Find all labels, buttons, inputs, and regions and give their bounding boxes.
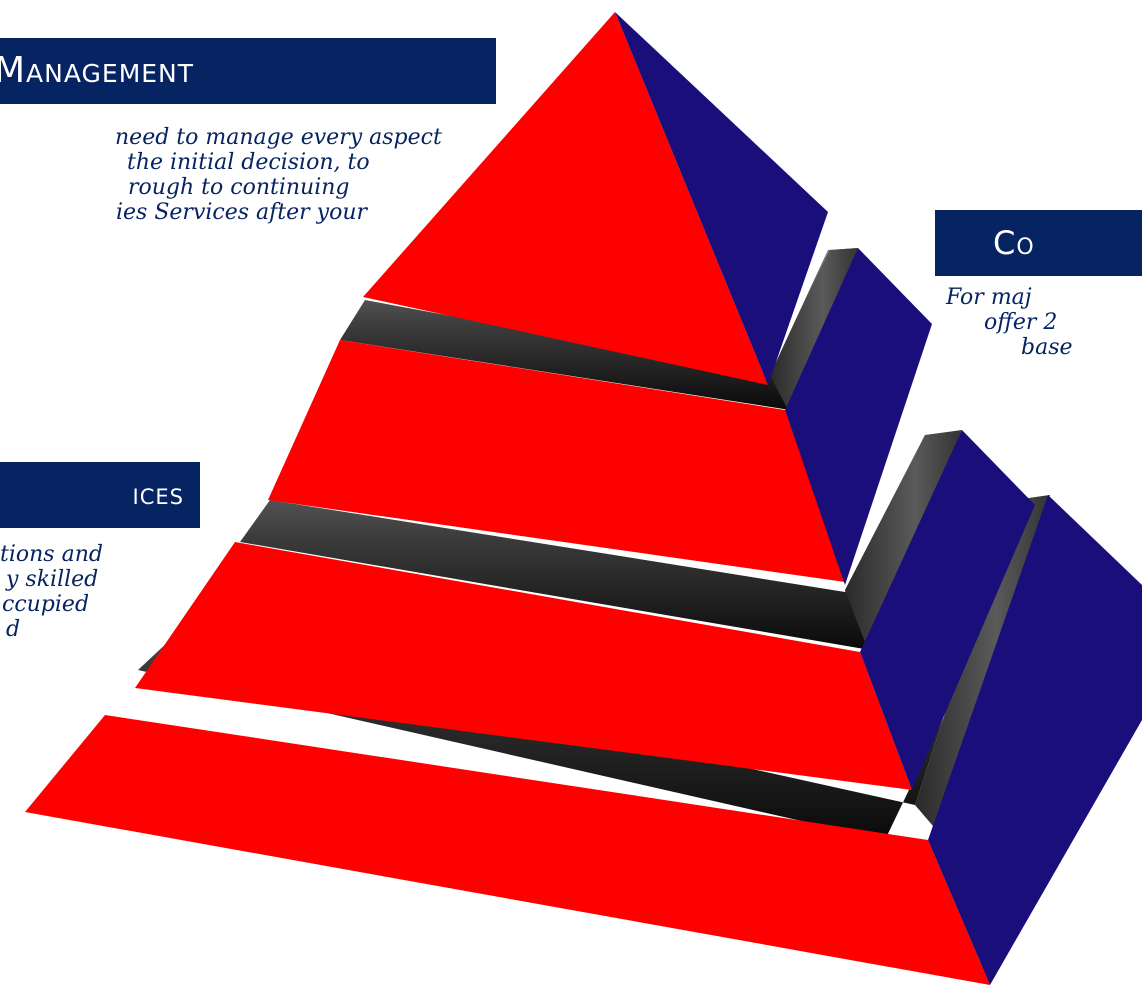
description-continuity-line: base bbox=[1021, 335, 1073, 360]
description-management-line: the initial decision, to bbox=[127, 150, 370, 175]
tier-3-side bbox=[860, 430, 1035, 790]
tier-base-riser bbox=[915, 495, 1050, 840]
tier-base-step bbox=[138, 495, 1050, 840]
description-management: need to manage every aspect the initial … bbox=[0, 125, 442, 225]
banner-management: Management bbox=[0, 38, 496, 104]
tier-top-front bbox=[363, 12, 768, 385]
pyramid-tier-base bbox=[25, 495, 1142, 985]
pyramid-tier-top bbox=[363, 12, 828, 385]
description-services-line: tions and bbox=[0, 542, 103, 567]
description-services: tions and y skilled ccupied d bbox=[0, 542, 103, 642]
description-management-line: rough to continuing bbox=[128, 175, 350, 200]
tier-2-side bbox=[785, 248, 932, 585]
tier-3-step bbox=[240, 432, 960, 650]
description-continuity-line: offer 2 bbox=[984, 310, 1058, 335]
description-continuity-line: For maj bbox=[946, 285, 1032, 310]
description-management-line: need to manage every aspect bbox=[115, 125, 442, 150]
banner-management-label: Management bbox=[0, 50, 195, 91]
banner-services: ices bbox=[0, 462, 200, 528]
banner-continuity: Co bbox=[935, 210, 1142, 276]
tier-top-side bbox=[615, 12, 828, 385]
description-services-line: d bbox=[6, 617, 21, 642]
tier-3-front bbox=[135, 542, 912, 790]
tier-base-front bbox=[25, 715, 990, 985]
pyramid-tier-3 bbox=[135, 430, 1035, 790]
tier-2-riser bbox=[770, 248, 858, 410]
tier-2-front bbox=[268, 340, 845, 582]
tier-3-riser bbox=[845, 430, 962, 650]
banner-services-label: ices bbox=[132, 477, 184, 512]
description-services-line: y skilled bbox=[6, 567, 99, 592]
description-continuity: For maj offer 2 base bbox=[946, 285, 1073, 360]
description-services-line: ccupied bbox=[2, 592, 90, 617]
tier-base-side bbox=[928, 495, 1142, 985]
banner-continuity-label: Co bbox=[993, 224, 1035, 262]
description-management-line: ies Services after your bbox=[116, 200, 368, 225]
